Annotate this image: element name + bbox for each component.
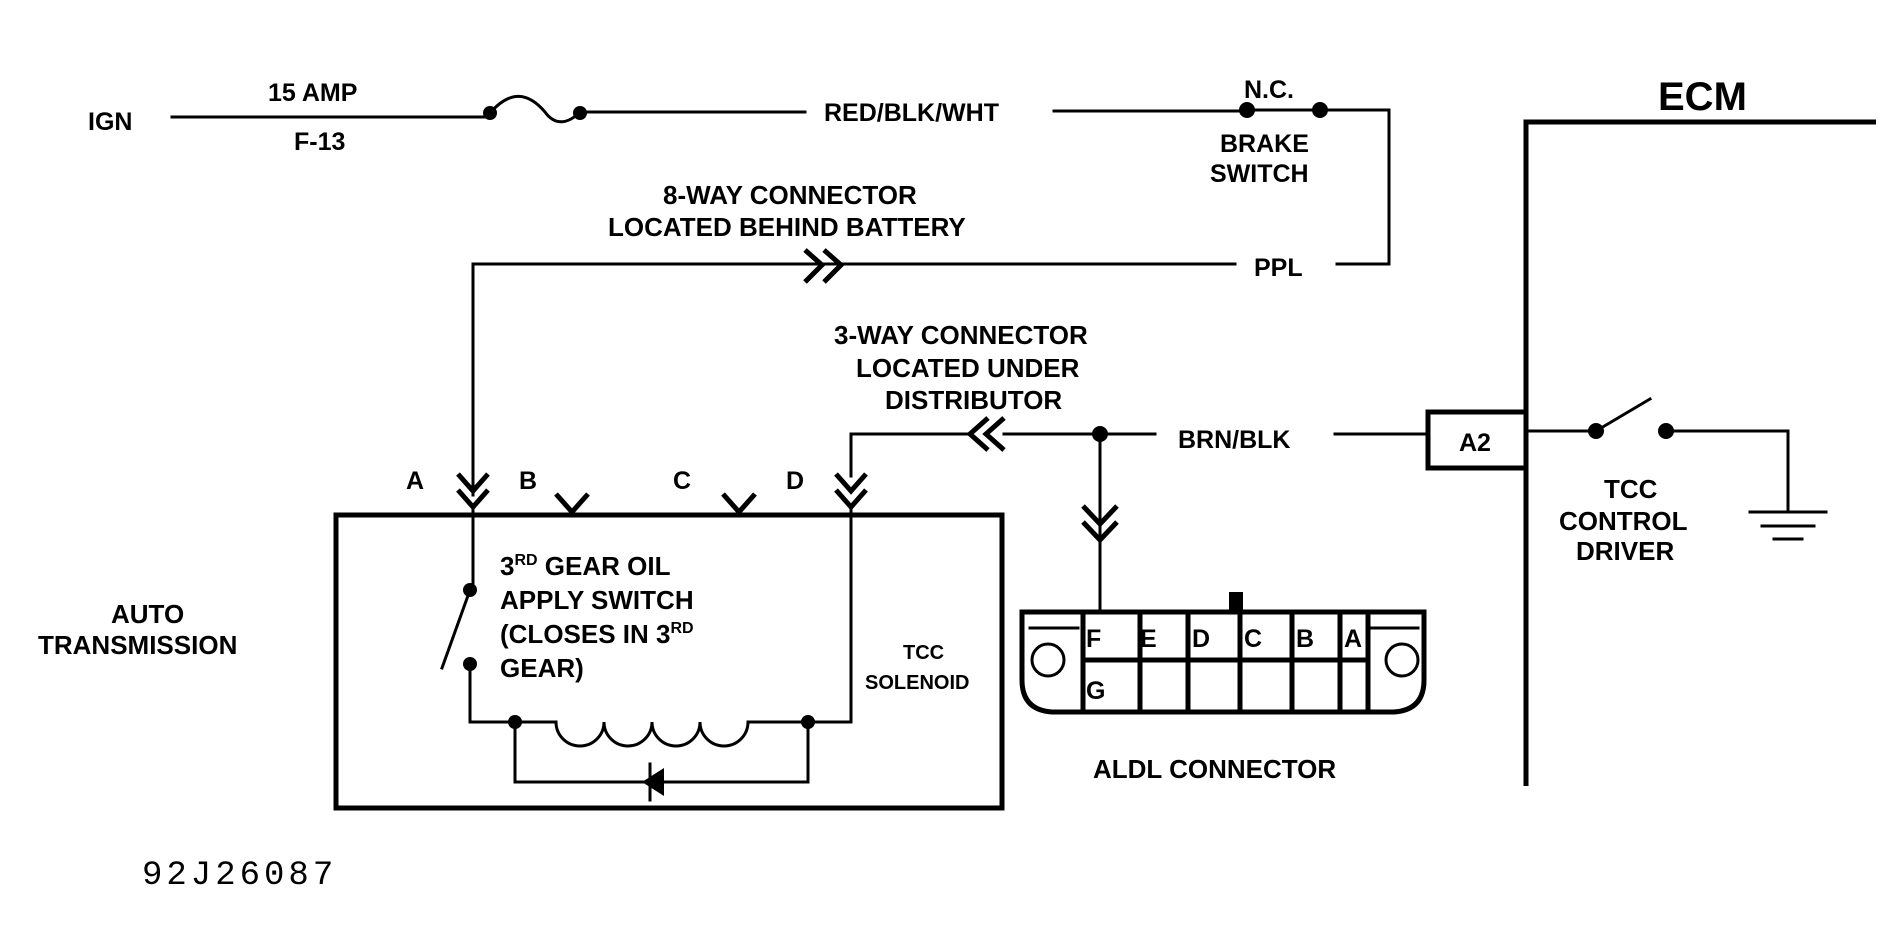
transmission-housing <box>333 512 1005 811</box>
wire-color-brn-blk: BRN/BLK <box>1178 426 1291 454</box>
pin-a-label: A <box>406 467 424 495</box>
wire-3way-to-pin-d <box>849 432 972 478</box>
aldl-pin-d: D <box>1192 625 1210 653</box>
gear-switch-label-4: GEAR) <box>500 653 584 683</box>
ecm-terminal-a2 <box>1425 409 1529 471</box>
connector-8way-label-2: LOCATED BEHIND BATTERY <box>608 212 966 242</box>
connector-8way-label-1: 8-WAY CONNECTOR <box>663 180 917 210</box>
tcc-driver-label-3: DRIVER <box>1576 536 1674 566</box>
pin-d-label: D <box>786 467 804 495</box>
diode-icon <box>513 720 810 802</box>
tcc-driver-switch-icon <box>1588 396 1674 439</box>
fuse-icon <box>483 95 587 124</box>
wire-color-red-blk-wht: RED/BLK/WHT <box>824 99 999 127</box>
connector-8way-icon <box>803 248 845 284</box>
brake-switch-label-2: SWITCH <box>1210 160 1309 188</box>
tcc-driver-label-1: TCC <box>1604 474 1658 504</box>
connector-3way-label-2: LOCATED UNDER <box>856 353 1080 383</box>
aldl-pin-c: C <box>1244 625 1262 653</box>
pin-d-connector-icon <box>834 472 868 511</box>
ign-label: IGN <box>88 108 132 136</box>
figure-id: 92J26087 <box>142 857 337 895</box>
brake-switch-label-1: BRAKE <box>1220 130 1309 158</box>
brake-switch-icon <box>1239 102 1328 118</box>
aldl-pin-b: B <box>1296 625 1314 653</box>
wire-driver-to-ground <box>1664 429 1790 514</box>
aldl-pin-f: F <box>1086 625 1101 653</box>
ground-icon <box>1748 510 1828 541</box>
ecm-title: ECM <box>1658 75 1747 119</box>
pin-c-connector-icon <box>721 492 757 516</box>
gear-switch-label-3: (CLOSES IN 3RD <box>500 619 694 649</box>
gear-switch-icon <box>440 583 477 671</box>
pin-b-connector-icon <box>554 492 590 516</box>
pin-b-label: B <box>519 467 537 495</box>
transmission-label-2: TRANSMISSION <box>38 630 237 660</box>
wire-switch-to-coil <box>468 662 517 724</box>
aldl-pin-a: A <box>1344 625 1362 653</box>
solenoid-label-2: SOLENOID <box>865 672 969 694</box>
aldl-pin-g: G <box>1086 677 1105 705</box>
fuse-rating-label: 15 AMP <box>268 79 357 107</box>
solenoid-coil-icon <box>508 715 815 748</box>
connector-3way-label-1: 3-WAY CONNECTOR <box>834 320 1088 350</box>
pin-c-label: C <box>673 467 691 495</box>
ecm-boundary <box>1523 119 1876 786</box>
transmission-label-1: AUTO <box>111 599 184 629</box>
aldl-connector <box>1019 592 1427 715</box>
wire-brake-return <box>1318 108 1391 266</box>
aldl-branch-connector-icon <box>1081 504 1119 544</box>
ecm-terminal-a2-label: A2 <box>1459 429 1491 457</box>
gear-switch-label-1: 3RD GEAR OIL <box>500 551 671 581</box>
fuse-id-label: F-13 <box>294 128 345 156</box>
aldl-label: ALDL CONNECTOR <box>1093 754 1336 784</box>
connector-3way-icon <box>966 416 1006 452</box>
solenoid-label-1: TCC <box>903 642 944 664</box>
connector-3way-label-3: DISTRIBUTOR <box>885 385 1062 415</box>
brake-switch-state: N.C. <box>1244 76 1294 104</box>
wire-ppl-to-pin-a <box>471 262 838 497</box>
gear-switch-label-2: APPLY SWITCH <box>500 585 694 615</box>
wire-coil-to-pin-d <box>806 505 853 724</box>
wire-color-ppl: PPL <box>1254 254 1303 282</box>
tcc-driver-label-2: CONTROL <box>1559 506 1688 536</box>
aldl-pin-e: E <box>1140 625 1157 653</box>
